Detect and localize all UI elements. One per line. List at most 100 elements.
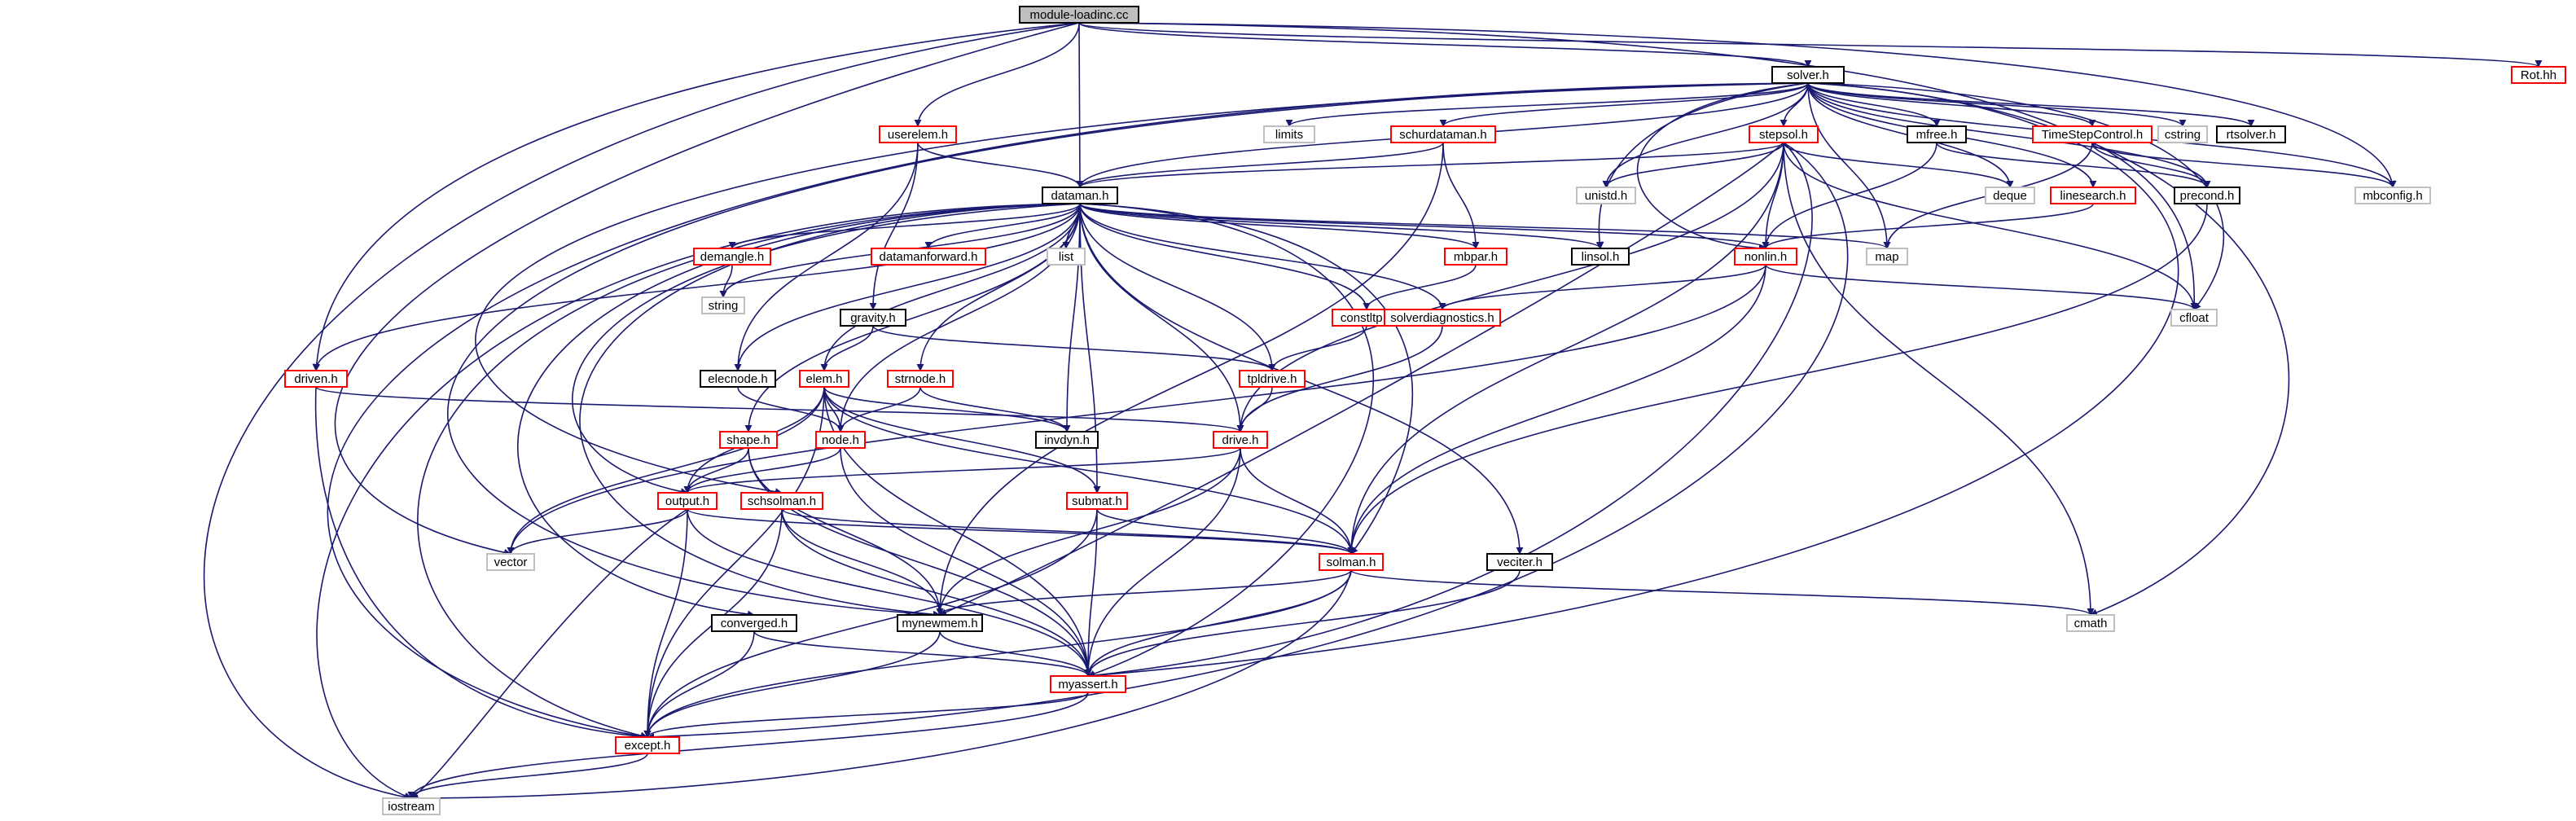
edge-strnode-h-to-invdyn-h: [919, 386, 1071, 432]
node-schsolman-h[interactable]: schsolman.h: [740, 492, 823, 510]
edge-solver-h-to-schurdataman-h: [1439, 82, 1809, 127]
edge-dataman-h-to-linsol-h: [1079, 203, 1604, 249]
node-linsol-h[interactable]: linsol.h: [1571, 248, 1630, 266]
edge-node-h-to-output-h: [683, 447, 841, 494]
node-solverdiagnostics-h[interactable]: solverdiagnostics.h: [1384, 309, 1501, 327]
node-driven-h[interactable]: driven.h: [284, 370, 348, 388]
edge-stepsol-h-to-solman-h: [1347, 142, 1784, 555]
node-solver-h[interactable]: solver.h: [1771, 66, 1845, 84]
node-box-module-loadinc-cc: [1019, 6, 1139, 24]
node-output-h[interactable]: output.h: [657, 492, 718, 510]
node-label-datamanforward-h: datamanforward.h: [880, 250, 978, 264]
edge-userelem-h-to-gravity-h: [869, 142, 919, 310]
node-mfree-h[interactable]: mfree.h: [1907, 125, 1967, 143]
node-strnode-h[interactable]: strnode.h: [887, 370, 954, 388]
node-box-timestepcontrol-h: [2032, 125, 2153, 143]
node-linesearch-h[interactable]: linesearch.h: [2050, 187, 2136, 204]
node-box-userelem-h: [879, 125, 957, 143]
node-box-shape-h: [719, 431, 778, 449]
node-label-cstring: cstring: [2165, 128, 2201, 142]
node-rot-hh[interactable]: Rot.hh: [2511, 66, 2566, 84]
node-box-converged-h: [711, 614, 797, 632]
node-module-loadinc-cc[interactable]: module-loadinc.cc: [1019, 6, 1139, 24]
node-box-solman-h: [1319, 553, 1384, 571]
edge-dataman-h-to-solman-h: [1079, 203, 1414, 555]
node-box-drive-h: [1213, 431, 1268, 449]
node-cstring: cstring: [2157, 125, 2208, 143]
node-label-schurdataman-h: schurdataman.h: [1399, 128, 1487, 142]
node-elecnode-h[interactable]: elecnode.h: [700, 370, 776, 388]
node-except-h[interactable]: except.h: [615, 736, 680, 754]
node-box-stepsol-h: [1749, 125, 1819, 143]
edge-stepsol-h-to-mynewmem-h: [939, 142, 1784, 616]
edge-output-h-to-iostream: [410, 508, 688, 799]
node-timestepcontrol-h[interactable]: TimeStepControl.h: [2032, 125, 2153, 143]
edge-myassert-h-to-iostream: [407, 691, 1089, 799]
edge-schsolman-h-to-solman-h: [781, 508, 1355, 555]
node-myassert-h[interactable]: myassert.h: [1050, 675, 1126, 693]
edge-solver-h-to-cmath: [1807, 82, 2290, 617]
edge-output-h-to-solman-h: [687, 508, 1355, 555]
node-datamanforward-h[interactable]: datamanforward.h: [871, 248, 986, 266]
node-solman-h[interactable]: solman.h: [1319, 553, 1384, 571]
node-nonlin-h[interactable]: nonlin.h: [1734, 248, 1797, 266]
node-box-linesearch-h: [2050, 187, 2136, 204]
node-precond-h[interactable]: precond.h: [2174, 187, 2240, 204]
node-elem-h[interactable]: elem.h: [799, 370, 849, 388]
edge-solver-h-to-limits: [1285, 82, 1809, 127]
node-label-list: list: [1059, 250, 1074, 264]
node-label-submat-h: submat.h: [1072, 494, 1122, 508]
edge-dataman-h-to-datamanforward-h: [924, 203, 1081, 249]
edge-schurdataman-h-to-dataman-h: [1076, 142, 1444, 188]
node-box-vector: [486, 553, 535, 571]
node-label-strnode-h: strnode.h: [895, 372, 946, 386]
edge-solver-h-to-myassert-h: [1087, 82, 2179, 679]
edge-dataman-h-to-shape-h: [744, 203, 1081, 432]
edge-module-loadinc-cc-to-rot-hh: [1078, 22, 2542, 68]
node-gravity-h[interactable]: gravity.h: [840, 309, 906, 327]
edge-solver-h-to-mynewmem-h: [446, 82, 1809, 619]
edge-mbpar-h-to-constltp-h: [1363, 264, 1477, 310]
node-label-dataman-h: dataman.h: [1051, 189, 1109, 203]
node-demangle-h[interactable]: demangle.h: [693, 248, 771, 266]
node-converged-h[interactable]: converged.h: [711, 614, 797, 632]
node-label-linsol-h: linsol.h: [1582, 250, 1620, 264]
node-node-h[interactable]: node.h: [815, 431, 866, 449]
node-drive-h[interactable]: drive.h: [1213, 431, 1268, 449]
node-mynewmem-h[interactable]: mynewmem.h: [897, 614, 983, 632]
node-shape-h[interactable]: shape.h: [719, 431, 778, 449]
edge-constltp-h-to-tpldrive-h: [1268, 325, 1367, 371]
edge-timestepcontrol-h-to-mbconfig-h: [2091, 142, 2397, 188]
node-label-converged-h: converged.h: [721, 617, 788, 630]
node-submat-h[interactable]: submat.h: [1066, 492, 1128, 510]
node-label-cfloat: cfloat: [2179, 311, 2210, 325]
edge-nonlin-h-to-vector: [507, 264, 1766, 555]
node-mbpar-h[interactable]: mbpar.h: [1444, 248, 1507, 266]
node-rtsolver-h[interactable]: rtsolver.h: [2216, 125, 2286, 143]
edge-userelem-h-to-dataman-h: [917, 142, 1084, 188]
node-label-driven-h: driven.h: [294, 372, 337, 386]
node-label-precond-h: precond.h: [2180, 189, 2235, 203]
edge-drive-h-to-myassert-h: [1084, 447, 1241, 677]
node-invdyn-h[interactable]: invdyn.h: [1035, 431, 1099, 449]
node-label-vector: vector: [494, 555, 528, 569]
edge-gravity-h-to-tpldrive-h: [872, 325, 1276, 371]
node-tpldrive-h[interactable]: tpldrive.h: [1239, 370, 1306, 388]
edge-stepsol-h-to-cmath: [1783, 142, 2095, 616]
node-box-unistd-h: [1576, 187, 1636, 204]
node-stepsol-h[interactable]: stepsol.h: [1749, 125, 1819, 143]
node-box-driven-h: [284, 370, 348, 388]
edge-module-loadinc-cc-to-userelem-h: [914, 22, 1080, 127]
node-box-tpldrive-h: [1239, 370, 1306, 388]
node-userelem-h[interactable]: userelem.h: [879, 125, 957, 143]
node-veciter-h[interactable]: veciter.h: [1486, 553, 1553, 571]
node-dataman-h[interactable]: dataman.h: [1042, 187, 1118, 204]
node-schurdataman-h[interactable]: schurdataman.h: [1390, 125, 1496, 143]
edge-elem-h-to-vector: [507, 386, 825, 555]
edge-elem-h-to-except-h: [643, 386, 825, 738]
edge-solver-h-to-nonlin-h: [1636, 82, 1809, 252]
edge-precond-h-to-solman-h: [1347, 203, 2208, 555]
node-label-rot-hh: Rot.hh: [2521, 68, 2556, 82]
